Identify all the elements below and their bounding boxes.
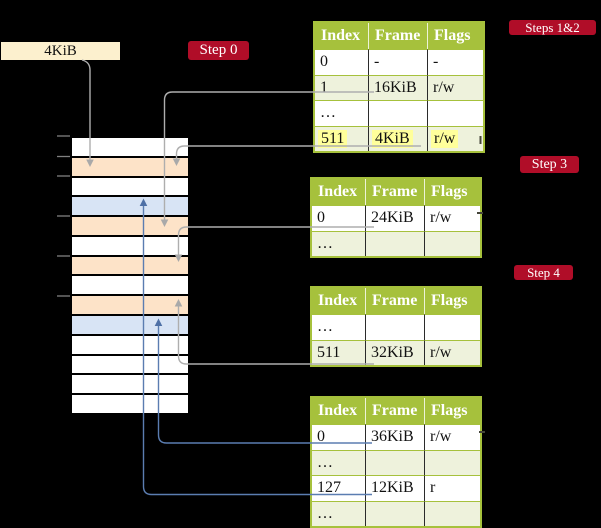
table-1-row-0-cell-1: 24KiB — [365, 205, 424, 231]
root-pointer-label: 4KiB — [1, 42, 120, 60]
table-0-row-2-cell-1 — [368, 100, 427, 126]
badge-step-0: Step 0 — [188, 41, 249, 60]
table-0-row-0-cell-1: - — [368, 49, 427, 75]
table-3-row-0-cell-2: r/w — [424, 424, 480, 450]
memory-row-13 — [72, 395, 188, 413]
table-0-row-2-cell-2 — [427, 100, 483, 126]
table-3-header-index: Index — [312, 398, 365, 424]
memory-row-2 — [72, 177, 188, 198]
memory-row-7 — [72, 276, 188, 297]
table-0-row-3-cell-2: r/w — [427, 125, 483, 151]
table-2-header-flags: Flags — [424, 288, 480, 314]
memory-row-10 — [72, 335, 188, 356]
badge-steps-1-2: Steps 1&2 — [509, 20, 596, 35]
table-0-header-index: Index — [315, 23, 368, 49]
badge-step-4: Step 4 — [514, 265, 573, 280]
table-0-header-flags: Flags — [427, 23, 483, 49]
table-3-row-3-cell-0: … — [312, 500, 365, 526]
table-3-row-2-cell-2: r — [424, 475, 480, 501]
table-3-row-0-cell-1: 36KiB — [365, 424, 424, 450]
table-3-row-1-cell-0: … — [312, 449, 365, 475]
table-3-row-3-cell-1 — [365, 500, 424, 526]
highlighted-value: r/w — [431, 129, 459, 148]
memory-address-ticks — [57, 135, 70, 297]
memory-row-12 — [72, 375, 188, 396]
table-2-header-frame: Frame — [365, 288, 424, 314]
memory-row-11 — [72, 355, 188, 376]
badge-step-4-text: Step 4 — [527, 264, 560, 280]
memory-row-8 — [72, 296, 188, 317]
memory-row-3 — [72, 197, 188, 218]
badge-step-0-text: Step 0 — [199, 42, 238, 58]
table-2-header-index: Index — [312, 288, 365, 314]
table-1-row-1-cell-2 — [424, 230, 480, 256]
table-3-row-2-cell-0: 127 — [312, 475, 365, 501]
table-1-header-index: Index — [312, 179, 365, 205]
table-0-row-0-cell-0: 0 — [315, 49, 368, 75]
memory-row-9 — [72, 316, 188, 336]
table-3-header-frame: Frame — [365, 398, 424, 424]
memory-row-0 — [72, 138, 188, 158]
memory-row-6 — [72, 256, 188, 277]
table-1-row-1-cell-1 — [365, 230, 424, 256]
table-3-row-1-cell-1 — [365, 449, 424, 475]
memory-row-4 — [72, 217, 188, 237]
table-3-row-1-cell-2 — [424, 449, 480, 475]
table-1-header-frame: Frame — [365, 179, 424, 205]
memory-column — [70, 136, 190, 415]
table-2-row-0-cell-0: … — [312, 314, 365, 340]
table-1-row-0-cell-0: 0 — [312, 205, 365, 231]
table-3-row-2-cell-1: 12KiB — [365, 475, 424, 501]
highlighted-value: 511 — [318, 129, 348, 148]
memory-row-5 — [72, 236, 188, 257]
table-0-header-frame: Frame — [368, 23, 427, 49]
table-0-row-0-cell-2: - — [427, 49, 483, 75]
highlighted-value: 4KiB — [372, 129, 413, 148]
table-0-row-3-cell-0: 511 — [315, 125, 368, 151]
badge-steps-1-2-text: Steps 1&2 — [525, 19, 580, 35]
table-1-header-flags: Flags — [424, 179, 480, 205]
table-2-row-0-cell-1 — [365, 314, 424, 340]
root-pointer-label-text: 4KiB — [44, 42, 77, 59]
table-2-row-1-cell-1: 32KiB — [365, 339, 424, 365]
table-3-row-3-cell-2 — [424, 500, 480, 526]
table-1-row-0-cell-2: r/w — [424, 205, 480, 231]
table-0-row-1-cell-0: 1 — [315, 74, 368, 100]
table-2-row-1-cell-0: 511 — [312, 339, 365, 365]
table-0-row-1-cell-1: 16KiB — [368, 74, 427, 100]
table-1-row-1-cell-0: … — [312, 230, 365, 256]
badge-step-3: Step 3 — [520, 156, 579, 173]
memory-row-1 — [72, 157, 188, 178]
table-0-row-1-cell-2: r/w — [427, 74, 483, 100]
table-2-row-0-cell-2 — [424, 314, 480, 340]
table-2-row-1-cell-2: r/w — [424, 339, 480, 365]
table-0-row-3-cell-1: 4KiB — [368, 125, 427, 151]
table-0-row-2-cell-0: … — [315, 100, 368, 126]
table-3-row-0-cell-0: 0 — [312, 424, 365, 450]
badge-step-3-text: Step 3 — [531, 156, 568, 172]
table-3-header-flags: Flags — [424, 398, 480, 424]
